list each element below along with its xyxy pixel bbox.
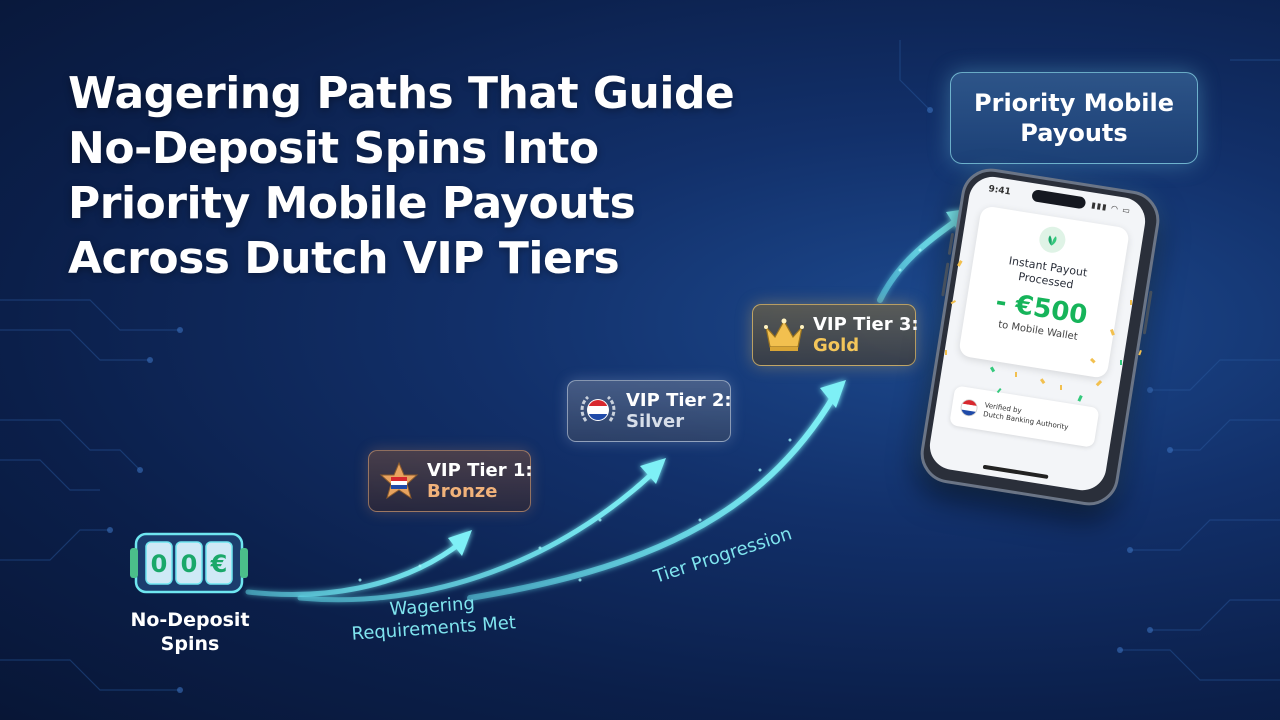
- reel-symbol-3: €: [210, 550, 228, 578]
- tier-1-title: VIP Tier 1:: [427, 460, 533, 481]
- vip-tier-2-card: VIP Tier 2: Silver: [567, 380, 732, 442]
- path-tier2-to-tier3: [467, 393, 837, 601]
- dutch-flag-icon: [959, 398, 979, 417]
- path-start-to-tier1: [245, 539, 465, 597]
- headline-line-2: No-Deposit Spins Into: [68, 123, 599, 174]
- payout-title: Instant Payout Processed: [1006, 254, 1088, 294]
- phone-screen: 9:41 ▮▮▮ ◠ ▭ Instant Payout Processed - …: [926, 173, 1149, 494]
- reel-symbol-2: 0: [181, 550, 198, 578]
- laurel-dutch-flag-icon: [580, 395, 616, 422]
- tier-2-name: Silver: [626, 411, 685, 432]
- payout-success-icon: [1037, 224, 1068, 255]
- priority-payouts-box: Priority Mobile Payouts: [950, 72, 1198, 164]
- phone-notch: [1031, 189, 1087, 210]
- tier-2-title: VIP Tier 2:: [626, 390, 732, 411]
- status-icons: ▮▮▮ ◠ ▭: [1090, 200, 1132, 216]
- start-label-line-2: Spins: [160, 633, 220, 655]
- arrowhead-tier2: [640, 458, 666, 484]
- status-time: 9:41: [987, 184, 1012, 198]
- headline: Wagering Paths That Guide No-Deposit Spi…: [68, 66, 768, 286]
- verified-text: Verified by Dutch Banking Authority: [982, 401, 1070, 432]
- headline-line-4: Across Dutch VIP Tiers: [68, 233, 620, 284]
- reel-symbol-1: 0: [151, 550, 168, 578]
- mobile-phone: 9:41 ▮▮▮ ◠ ▭ Instant Payout Processed - …: [916, 164, 1164, 510]
- headline-line-1: Wagering Paths That Guide: [68, 68, 735, 119]
- destination-line-2: Payouts: [1020, 119, 1128, 147]
- vip-tier-3-card: VIP Tier 3: Gold: [752, 304, 919, 366]
- headline-line-3: Priority Mobile Payouts: [68, 178, 636, 229]
- verified-badge: Verified by Dutch Banking Authority: [949, 385, 1100, 448]
- tier-3-title: VIP Tier 3:: [813, 314, 919, 335]
- path-tier3-to-phone: [877, 215, 963, 303]
- tier-3-name: Gold: [813, 335, 860, 356]
- slot-reels-icon: 0 0 €: [130, 532, 248, 594]
- destination-line-1: Priority Mobile: [974, 89, 1174, 117]
- arrowhead-tier1: [448, 530, 472, 556]
- star-dutch-flag-icon: [379, 461, 419, 500]
- payout-card: Instant Payout Processed - €500 to Mobil…: [958, 205, 1131, 379]
- start-label: No-Deposit Spins: [110, 608, 270, 656]
- start-label-line-1: No-Deposit: [130, 609, 250, 631]
- vip-tier-1-card: VIP Tier 1: Bronze: [368, 450, 533, 512]
- tier-1-name: Bronze: [427, 481, 498, 502]
- path-tier1-to-tier2: [297, 469, 657, 603]
- arrowhead-tier3: [820, 380, 846, 408]
- crown-icon: [764, 318, 804, 351]
